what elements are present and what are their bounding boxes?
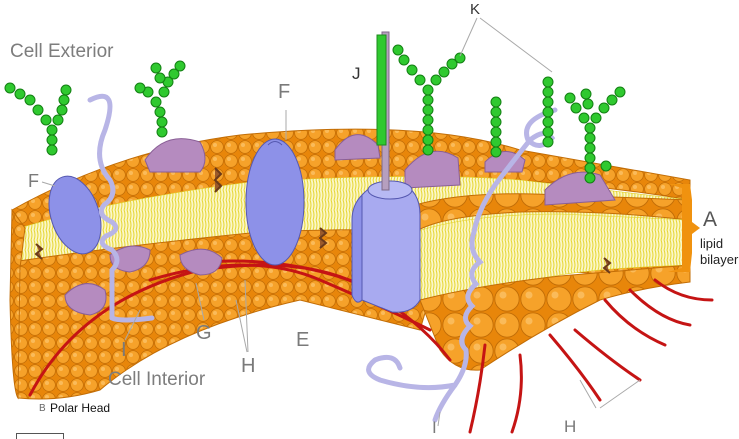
- filament: [605, 300, 665, 345]
- integral-protein-center: [246, 139, 304, 265]
- label-g: G: [196, 323, 212, 343]
- leader-line-f-left: [42, 182, 55, 186]
- leader-line-k: [460, 18, 552, 72]
- lipid-bilayer-bracket-tip: [692, 222, 700, 234]
- polar-head-legend-box: [16, 433, 64, 439]
- label-j: J: [352, 65, 361, 82]
- channel-protein-front: [362, 183, 420, 313]
- label-i-left: I: [121, 340, 127, 360]
- label-i-bottom: I: [432, 419, 437, 436]
- glycan-tree: [135, 61, 185, 137]
- glycan-tree: [491, 97, 501, 157]
- label-f-center: F: [278, 82, 290, 102]
- label-h-center: H: [241, 356, 255, 376]
- glycan-bar: [377, 35, 386, 145]
- glycan-tree: [601, 161, 611, 171]
- glycan-tree: [5, 83, 71, 155]
- label-e: E: [296, 330, 309, 350]
- label-b: B: [39, 404, 46, 414]
- channel-protein-top: [368, 181, 412, 199]
- channel-protein-side: [352, 195, 362, 302]
- helix-right-tail: [435, 385, 455, 420]
- label-a: A: [703, 209, 717, 230]
- peripheral-protein: [145, 139, 205, 172]
- label-k: K: [470, 2, 480, 17]
- filament: [575, 330, 640, 380]
- lipid-bilayer-label: lipid bilayer: [700, 236, 738, 269]
- filament: [512, 355, 521, 432]
- label-h-right: H: [564, 418, 576, 435]
- cell-exterior-label: Cell Exterior: [10, 42, 113, 61]
- polar-head-label: Polar Head: [50, 402, 110, 414]
- label-f-left: F: [28, 172, 39, 190]
- cell-interior-label: Cell Interior: [108, 370, 205, 389]
